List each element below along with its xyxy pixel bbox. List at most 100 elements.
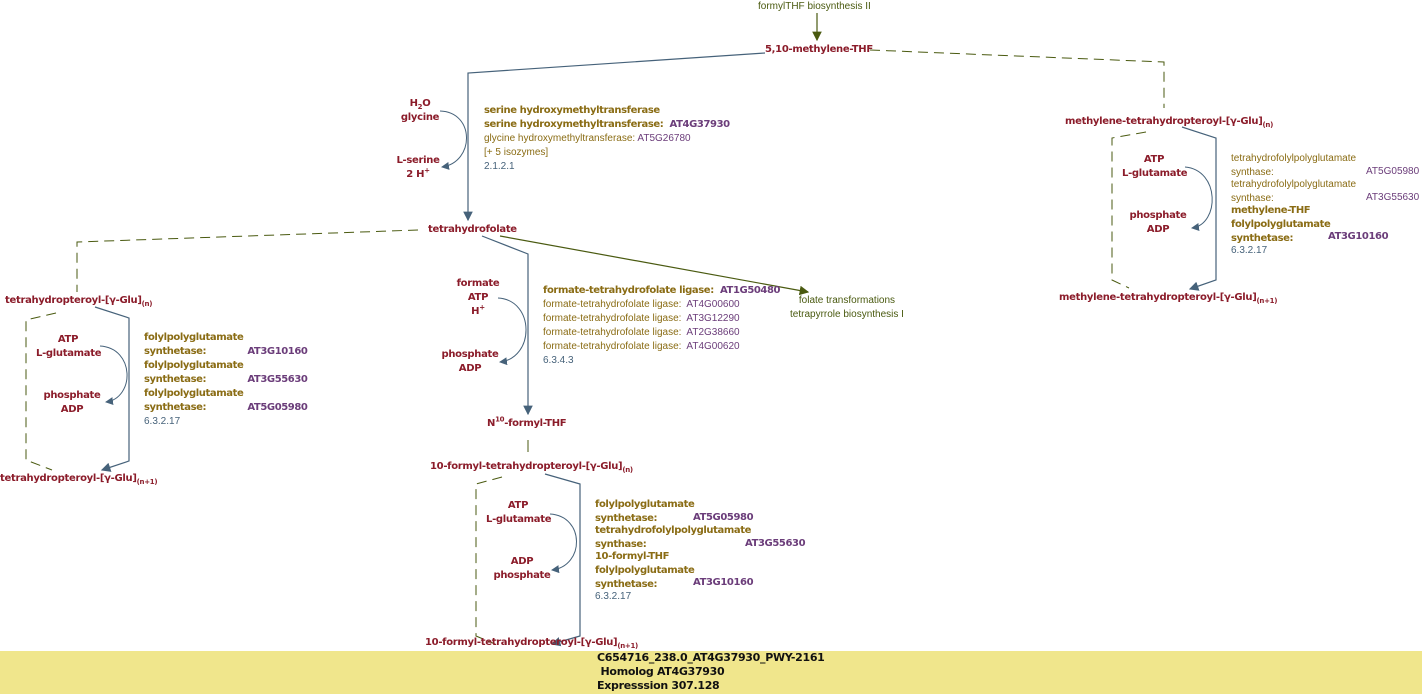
subscript: (n) bbox=[1262, 121, 1273, 129]
enzyme-entry[interactable]: synthetase:AT5G05980 bbox=[144, 401, 311, 415]
enzyme-name: synthase: bbox=[595, 539, 647, 550]
edge-right-fpgs-dashed bbox=[1111, 131, 1147, 289]
enzyme-name: glycine hydroxymethyltransferase: bbox=[484, 133, 636, 144]
gene-id[interactable]: AT3G12290 bbox=[686, 313, 740, 324]
enzyme-entry[interactable]: formate-tetrahydrofolate ligase: AT2G386… bbox=[543, 326, 780, 340]
gene-id[interactable]: AT3G55630 bbox=[745, 538, 806, 549]
compound-methylene-poly-n1[interactable]: methylene-tetrahydropteroyl-[γ-Glu](n+1) bbox=[1059, 291, 1277, 305]
side-compound-atp[interactable]: ATP bbox=[507, 500, 529, 511]
side-compound-phosphate[interactable]: phosphate bbox=[43, 390, 101, 401]
gene-id[interactable]: AT5G05980 bbox=[1366, 166, 1420, 177]
side-compound-h2o[interactable]: H2O bbox=[409, 98, 431, 111]
side-compound-l-glutamate[interactable]: L-glutamate bbox=[1122, 168, 1188, 179]
compound-thp-poly-n[interactable]: tetrahydropteroyl-[γ-Glu](n) bbox=[5, 294, 152, 308]
side-compound-adp[interactable]: ADP bbox=[510, 556, 534, 567]
ec-number[interactable]: 6.3.2.17 bbox=[1231, 245, 1268, 256]
pathway-link-folate-transformations[interactable]: folate transformations bbox=[798, 295, 896, 306]
gene-id[interactable]: AT4G00620 bbox=[686, 341, 740, 352]
side-compound-atp[interactable]: ATP bbox=[1143, 154, 1165, 165]
enzyme-name: formate-tetrahydrofolate ligase: bbox=[543, 327, 682, 338]
gene-id[interactable]: AT1G50480 bbox=[719, 285, 781, 296]
side-compound-phosphate[interactable]: phosphate bbox=[1129, 210, 1187, 221]
enzyme-entry[interactable]: formate-tetrahydrofolate ligase: AT4G006… bbox=[543, 298, 780, 312]
enzyme-entry[interactable]: folylpolyglutamate bbox=[144, 359, 311, 373]
gene-id[interactable]: AT5G05980 bbox=[693, 512, 754, 523]
gene-id[interactable]: AT3G55630 bbox=[1366, 192, 1420, 203]
pathway-link-formylthf-biosynthesis[interactable]: formylTHF biosynthesis II bbox=[758, 1, 871, 12]
side-compound-l-glutamate[interactable]: L-glutamate bbox=[36, 348, 102, 359]
compound-methylene-thf[interactable]: 5,10-methylene-THF bbox=[765, 44, 873, 55]
compound-formyl-poly-n[interactable]: 10-formyl-tetrahydropteroyl-[γ-Glu](n) bbox=[430, 460, 633, 474]
enzyme-entry[interactable]: folylpolyglutamate synthetase: AT5G05980 bbox=[595, 498, 815, 524]
enzyme-name: synthetase: bbox=[144, 374, 207, 385]
gene-id[interactable]: AT3G10160 bbox=[247, 346, 308, 357]
enzyme-label[interactable]: serine hydroxymethyltransferase bbox=[484, 105, 660, 116]
side-compounds-ftl-out: phosphate ADP bbox=[440, 348, 500, 376]
enzyme-list-ftl: formate-tetrahydrofolate ligase: AT1G504… bbox=[543, 284, 781, 368]
enzyme-name: synthetase: bbox=[595, 513, 658, 524]
enzyme-entry[interactable]: synthetase: AT3G55630 bbox=[144, 373, 311, 387]
compound-label: 10-formyl-tetrahydropteroyl-[γ-Glu] bbox=[430, 461, 623, 472]
enzyme-entry[interactable]: tetrahydrofolylpolyglutamate synthase: A… bbox=[1231, 152, 1422, 178]
side-compound-phosphate[interactable]: phosphate bbox=[493, 570, 551, 581]
enzyme-name: formate-tetrahydrofolate ligase: bbox=[543, 285, 714, 296]
enzyme-entry[interactable]: folylpolyglutamate bbox=[144, 331, 311, 345]
enzyme-entry[interactable]: formate-tetrahydrofolate ligase: AT1G504… bbox=[543, 284, 781, 298]
ec-number[interactable]: 6.3.2.17 bbox=[595, 591, 632, 602]
side-compounds-fpgs-bottom-in: ATP L-glutamate bbox=[486, 499, 552, 527]
info-footer: C654716_238.0_AT4G37930_PWY-2161 Homolog… bbox=[0, 651, 1422, 694]
side-compound-l-glutamate[interactable]: L-glutamate bbox=[486, 514, 552, 525]
pathway-link-tetrapyrrole-biosynthesis[interactable]: tetrapyrrole biosynthesis I bbox=[790, 309, 904, 320]
subscript: (n+1) bbox=[136, 478, 158, 486]
compound-label: tetrahydropteroyl-[γ-Glu] bbox=[0, 473, 137, 484]
side-compound-atp[interactable]: ATP bbox=[57, 334, 79, 345]
gene-id[interactable]: AT5G26780 bbox=[637, 133, 691, 144]
enzyme-name: folylpolyglutamate bbox=[595, 499, 695, 510]
gene-id[interactable]: AT3G10160 bbox=[1328, 231, 1389, 242]
enzyme-entry[interactable]: glycine hydroxymethyltransferase: AT5G26… bbox=[484, 132, 730, 146]
side-compound-l-serine[interactable]: L-serine bbox=[396, 155, 440, 166]
side-compound-adp[interactable]: ADP bbox=[458, 363, 482, 374]
compound-label: methylene-tetrahydropteroyl-[γ-Glu] bbox=[1059, 292, 1257, 303]
side-compound-atp[interactable]: ATP bbox=[467, 292, 489, 303]
compound-thp-poly-n1[interactable]: tetrahydropteroyl-[γ-Glu](n+1) bbox=[0, 472, 158, 486]
enzyme-entry[interactable]: tetrahydrofolylpolyglutamate synthase: A… bbox=[1231, 178, 1422, 204]
gene-id[interactable]: AT4G00600 bbox=[686, 299, 740, 310]
side-compound-formate[interactable]: formate bbox=[456, 278, 500, 289]
gene-id[interactable]: AT5G05980 bbox=[247, 402, 308, 413]
enzyme-name: formate-tetrahydrofolate ligase: bbox=[543, 341, 682, 352]
side-compound-glycine[interactable]: glycine bbox=[400, 112, 440, 123]
enzyme-entry[interactable]: formate-tetrahydrofolate ligase: AT3G122… bbox=[543, 312, 780, 326]
side-compound-2h[interactable]: 2 H+ bbox=[406, 166, 430, 180]
side-compound-h[interactable]: H+ bbox=[471, 303, 485, 317]
enzyme-entry[interactable]: formate-tetrahydrofolate ligase: AT4G006… bbox=[543, 340, 780, 354]
gene-id[interactable]: AT2G38660 bbox=[686, 327, 740, 338]
enzyme-entry[interactable]: methylene-THF folylpolyglutamate synthet… bbox=[1231, 204, 1422, 244]
enzyme-entry[interactable]: folylpolyglutamate bbox=[144, 387, 311, 401]
compound-n10-formyl-thf[interactable]: N10-formyl-THF bbox=[487, 416, 567, 430]
side-arc-fpgs-right bbox=[1184, 166, 1213, 231]
edge-left-fpgs-main bbox=[94, 306, 130, 472]
ec-number[interactable]: 6.3.4.3 bbox=[543, 355, 574, 366]
side-compound-adp[interactable]: ADP bbox=[1146, 224, 1170, 235]
enzyme-entry[interactable]: 10-formyl-THF folylpolyglutamate synthet… bbox=[595, 550, 815, 590]
ec-number[interactable]: 2.1.2.1 bbox=[484, 161, 515, 172]
gene-id[interactable]: AT3G10160 bbox=[693, 577, 754, 588]
side-compound-adp[interactable]: ADP bbox=[60, 404, 84, 415]
enzyme-name: synthase: bbox=[1231, 193, 1274, 204]
enzyme-name: synthetase: bbox=[1231, 233, 1294, 244]
enzyme-entry[interactable]: tetrahydrofolylpolyglutamate synthase: A… bbox=[595, 524, 815, 550]
enzyme-entry[interactable]: serine hydroxymethyltransferase: AT4G379… bbox=[484, 118, 730, 132]
side-compound-phosphate[interactable]: phosphate bbox=[441, 349, 499, 360]
gene-id[interactable]: AT3G55630 bbox=[247, 374, 308, 385]
side-compounds-shmt-in: H2O glycine bbox=[392, 97, 448, 125]
compound-methylene-poly-n[interactable]: methylene-tetrahydropteroyl-[γ-Glu](n) bbox=[1065, 115, 1273, 129]
gene-id[interactable]: AT4G37930 bbox=[669, 119, 731, 130]
side-compounds-shmt-out: L-serine 2 H+ bbox=[390, 154, 446, 182]
compound-formyl-poly-n1[interactable]: 10-formyl-tetrahydropteroyl-[γ-Glu](n+1) bbox=[425, 636, 638, 650]
enzyme-entry[interactable]: synthetase:AT3G10160 bbox=[144, 345, 311, 359]
compound-tetrahydrofolate[interactable]: tetrahydrofolate bbox=[428, 224, 517, 235]
ec-number[interactable]: 6.3.2.17 bbox=[144, 416, 181, 427]
isozymes-link[interactable]: [+ 5 isozymes] bbox=[484, 147, 549, 158]
